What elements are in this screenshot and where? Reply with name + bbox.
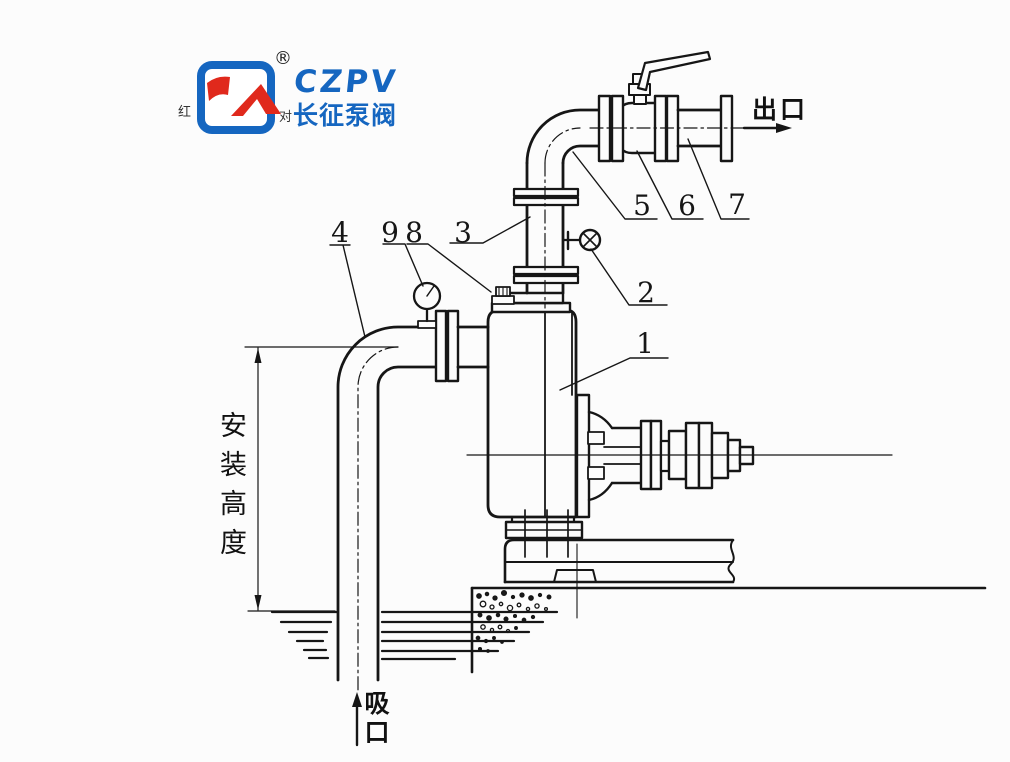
valve-handle: [636, 50, 712, 92]
part-label-6: 6: [678, 189, 696, 222]
brand-chinese: 长征泵阀: [293, 101, 398, 130]
pipe-flange-pair-lower: [512, 265, 580, 276]
water-level: [270, 610, 559, 661]
part-label-7: 7: [728, 188, 746, 221]
registered-trademark: ®: [274, 48, 292, 69]
brand-latin: CZPV: [292, 64, 400, 100]
leader-7: [687, 138, 750, 220]
outlet-flow-arrow: [742, 123, 792, 133]
install-height-label: 安装高度: [215, 411, 246, 567]
logo-emblem: [207, 76, 281, 116]
part-label-9: 9: [381, 216, 399, 249]
part-label-5: 5: [633, 189, 651, 222]
suction-elbow-inner: [376, 365, 438, 682]
break-line: [727, 539, 736, 583]
part-label-2: 2: [637, 276, 655, 309]
outlet-spool: [676, 108, 723, 148]
height-dimension: [247, 347, 336, 612]
leader-4: [329, 244, 366, 338]
suction-centerline: [357, 346, 399, 691]
part-label-4: 4: [331, 216, 349, 249]
pressure-gauge: [412, 281, 442, 329]
suction-label: 吸口: [361, 690, 390, 748]
gauge-needle: [426, 285, 435, 297]
leader-3: [449, 216, 531, 244]
leader-9: [382, 243, 424, 287]
suction-flange-pair: [434, 309, 448, 383]
suction-flow-arrow: [352, 692, 362, 747]
discharge-line: [512, 50, 792, 309]
pipe-flange-pair-upper: [512, 187, 580, 198]
leader-8: [406, 243, 492, 293]
anchor-bolt-block: [553, 569, 597, 583]
part-label-8: 8: [405, 216, 423, 249]
casing-back-plate: [575, 393, 591, 519]
bearing-frame: [610, 426, 643, 485]
leader-lines: [329, 138, 750, 391]
priming-plug: [491, 286, 515, 305]
watermark-char-right: 对: [279, 110, 293, 125]
part-label-1: 1: [636, 327, 654, 360]
discharge-elbow-inner: [561, 144, 601, 165]
suction-elbow-outer: [336, 325, 438, 682]
gland: [587, 431, 605, 445]
discharge-elbow-outer: [525, 108, 601, 165]
part-label-3: 3: [454, 216, 472, 249]
leader-6: [636, 150, 704, 220]
small-valve: [561, 228, 602, 252]
pump-casing: [486, 308, 578, 519]
suction-line: [244, 281, 490, 691]
outlet-label: 出口: [752, 95, 809, 124]
baseplate-and-foundation: [470, 538, 987, 674]
leader-2: [590, 248, 668, 306]
leader-1: [559, 357, 669, 391]
red-mountain-icon: [231, 84, 281, 116]
leader-5: [572, 151, 658, 220]
watermark-char-left: 红: [178, 105, 192, 120]
pump-body: [466, 286, 893, 558]
red-flag-icon: [207, 76, 230, 101]
